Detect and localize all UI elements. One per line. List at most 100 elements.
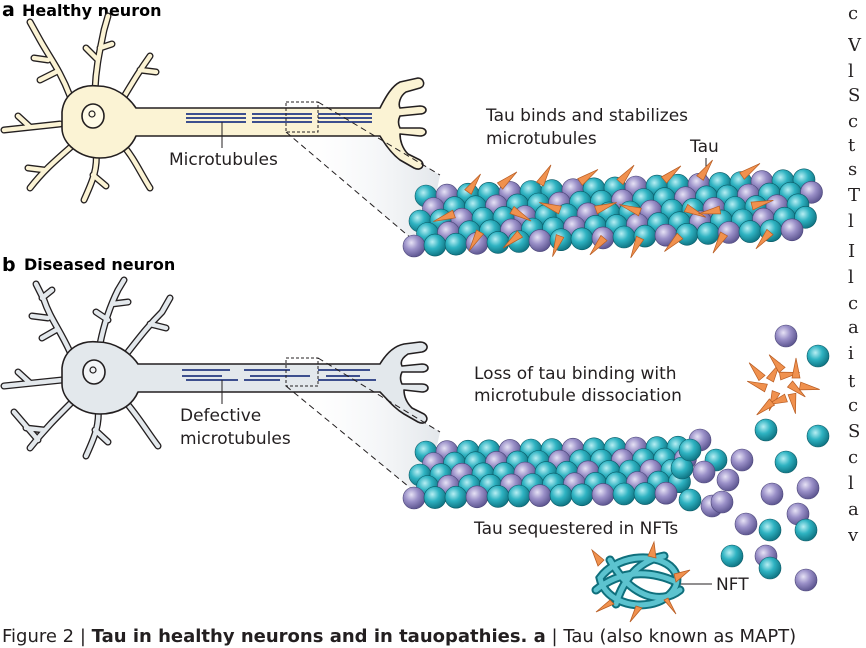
panel-b-title: Diseased neuron: [24, 255, 175, 274]
adjacent-column-glyph: a: [848, 317, 859, 338]
tubulin-alpha-subunit: [444, 232, 468, 256]
adjacent-column-glyph: t: [848, 135, 856, 156]
adjacent-column-glyph: V: [848, 35, 861, 56]
tubulin-alpha-subunit: [758, 556, 782, 580]
tau-protein: [664, 232, 684, 252]
tubulin-beta-subunit: [734, 512, 758, 536]
loss-note-line1: Loss of tau binding with: [474, 364, 677, 384]
panel-a-title: Healthy neuron: [22, 1, 161, 20]
tau-protein: [698, 205, 722, 215]
zoom-box-a: [285, 101, 319, 133]
adjacent-column-glyph: a: [848, 499, 859, 520]
adjacent-column-glyph: T: [848, 185, 861, 206]
tau-protein: [616, 164, 635, 186]
tau-note-line1: Tau binds and stabilizes: [485, 106, 688, 126]
tubulin-alpha-subunit: [720, 544, 744, 568]
tubulin-beta-subunit: [774, 324, 798, 348]
tubulin-alpha-subunit: [423, 486, 447, 509]
adjacent-column-glyph: S: [848, 421, 861, 442]
adjacent-column-glyph: l: [848, 61, 854, 82]
panel-a: a Healthy neuron: [0, 0, 823, 259]
tubulin-beta-subunit: [796, 476, 820, 500]
tubulin-alpha-subunit: [754, 418, 778, 442]
zoom-beam-b: [286, 358, 440, 500]
tubulin-alpha-subunit: [774, 450, 798, 474]
adjacent-column-glyph: c: [848, 111, 859, 132]
tubulin-beta-subunit: [402, 486, 426, 510]
tubulin-beta-subunit: [465, 485, 489, 509]
tubulin-alpha-subunit: [758, 518, 782, 542]
tubulin-alpha-subunit: [806, 344, 830, 368]
tau-protein: [535, 164, 552, 187]
tubulin-alpha-subunit: [678, 488, 702, 512]
tau-protein: [433, 209, 456, 222]
tubulin-beta-subunit: [716, 468, 740, 492]
defective-label-line1: Defective: [180, 406, 261, 426]
tau-protein: [747, 380, 768, 393]
tubulin-beta-subunit: [780, 218, 804, 242]
tubulin-alpha-subunit: [423, 233, 447, 257]
tubulin-beta-subunit: [692, 460, 716, 484]
adjacent-column-glyph: c: [848, 447, 859, 468]
adjacent-column-glyph: l: [848, 211, 854, 232]
tubulin-alpha-subunit: [696, 222, 720, 245]
tubulin-beta-subunit: [402, 234, 426, 258]
healthy-microtubule-lines: [186, 113, 372, 123]
tubulin-alpha-subunit: [486, 231, 510, 254]
tubulin-alpha-subunit: [738, 220, 762, 243]
microtubules-label: Microtubules: [169, 150, 278, 170]
free-tubulin-subunits: [710, 324, 830, 592]
tau-protein: [787, 392, 797, 414]
tubulin-beta-subunit: [591, 483, 615, 506]
tau-proteins: [433, 159, 774, 259]
zoom-box-b: [285, 357, 319, 387]
tubulin-alpha-subunit: [486, 485, 510, 508]
tubulin-alpha-subunit: [633, 482, 657, 505]
neurofibrillary-tangle: [591, 540, 691, 623]
tau-protein: [696, 159, 713, 181]
adjacent-column-glyph: c: [848, 395, 859, 416]
loss-note-line2: microtubule dissociation: [474, 386, 682, 406]
tubulin-alpha-subunit: [570, 483, 594, 507]
tau-protein: [660, 165, 682, 184]
adjacent-column-glyph: v: [848, 525, 859, 546]
tau-protein: [791, 357, 801, 379]
panel-b-letter: b: [2, 254, 16, 276]
tau-protein: [619, 204, 642, 217]
nft-label: NFT: [716, 575, 749, 595]
tau-protein: [509, 205, 532, 222]
tau-protein: [552, 234, 565, 257]
adjacent-column-glyph: c: [848, 293, 859, 314]
tau-protein: [786, 380, 806, 398]
tubulin-alpha-subunit: [612, 482, 636, 506]
adjacent-column-glyph: i: [848, 343, 854, 364]
tubulin-beta-subunit: [528, 229, 552, 252]
tau-protein: [755, 228, 774, 250]
zoom-line-a-bottom: [285, 131, 426, 251]
tau-protein: [589, 234, 608, 256]
tau-protein: [464, 173, 481, 195]
sequestered-label: Tau sequestered in NFTs: [473, 519, 678, 539]
tau-protein: [768, 354, 786, 374]
tau-note-line2: microtubules: [486, 129, 597, 149]
panel-b: b Diseased neuron: [0, 254, 830, 623]
adjacent-column-glyph: t: [848, 371, 856, 392]
defective-label-line2: microtubules: [180, 429, 291, 449]
tau-protein: [739, 163, 761, 180]
tau-protein: [539, 202, 562, 215]
tau-label: Tau: [689, 137, 719, 157]
tau-protein: [502, 230, 524, 249]
adjacent-column-glyph: s: [848, 159, 858, 180]
tubulin-beta-subunit: [794, 568, 818, 592]
caption-rest: | Tau (also known as MAPT): [545, 626, 797, 647]
tubulin-alpha-subunit: [806, 424, 830, 448]
defective-microtubule-lines: [182, 369, 376, 381]
tau-protein: [756, 398, 776, 416]
zoom-beam-a: [286, 102, 440, 250]
tau-protein: [594, 202, 617, 215]
tubulin-alpha-subunit: [678, 438, 702, 462]
tau-protein: [577, 169, 599, 186]
dissociating-microtubule: [402, 428, 740, 518]
